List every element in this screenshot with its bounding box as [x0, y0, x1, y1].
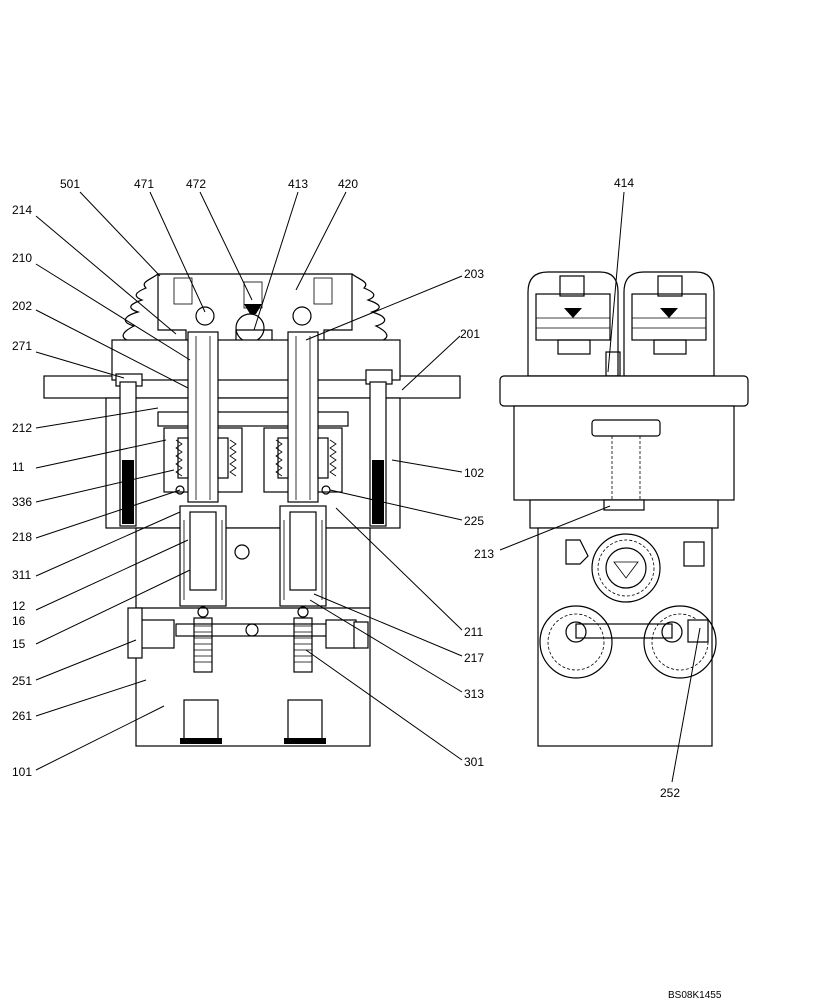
callout-251: 251	[12, 674, 32, 688]
callout-301: 301	[464, 755, 484, 769]
callout-471: 471	[134, 177, 154, 191]
callout-16: 16	[12, 614, 26, 628]
callout-311: 311	[12, 568, 31, 582]
callout-217: 217	[464, 651, 484, 665]
sectional-view	[43, 273, 461, 747]
callout-211: 211	[464, 625, 483, 639]
callout-214: 214	[12, 203, 32, 217]
callout-420: 420	[338, 177, 358, 191]
callout-15: 15	[12, 637, 26, 651]
drawing-code: BS08K1455	[668, 990, 722, 1000]
callout-213: 213	[474, 547, 494, 561]
callout-102: 102	[464, 466, 484, 480]
callout-101: 101	[12, 765, 32, 779]
side-view	[499, 271, 749, 747]
callout-labels: 501 471 472 413 420 414 214 210 202 271 …	[12, 176, 722, 1000]
callout-203: 203	[464, 267, 484, 281]
callout-212: 212	[12, 421, 32, 435]
callout-472: 472	[186, 177, 206, 191]
callout-252: 252	[660, 786, 680, 800]
callout-11: 11	[12, 460, 25, 474]
callout-414: 414	[614, 176, 634, 190]
callout-336: 336	[12, 495, 32, 509]
callout-12: 12	[12, 599, 26, 613]
callout-225: 225	[464, 514, 484, 528]
callout-313: 313	[464, 687, 484, 701]
callout-501: 501	[60, 177, 80, 191]
callout-413: 413	[288, 177, 308, 191]
leader-lines	[35, 191, 701, 783]
callout-202: 202	[12, 299, 32, 313]
callout-210: 210	[12, 251, 32, 265]
callout-261: 261	[12, 709, 32, 723]
callout-201: 201	[460, 327, 480, 341]
callout-218: 218	[12, 530, 32, 544]
callout-271: 271	[12, 339, 32, 353]
